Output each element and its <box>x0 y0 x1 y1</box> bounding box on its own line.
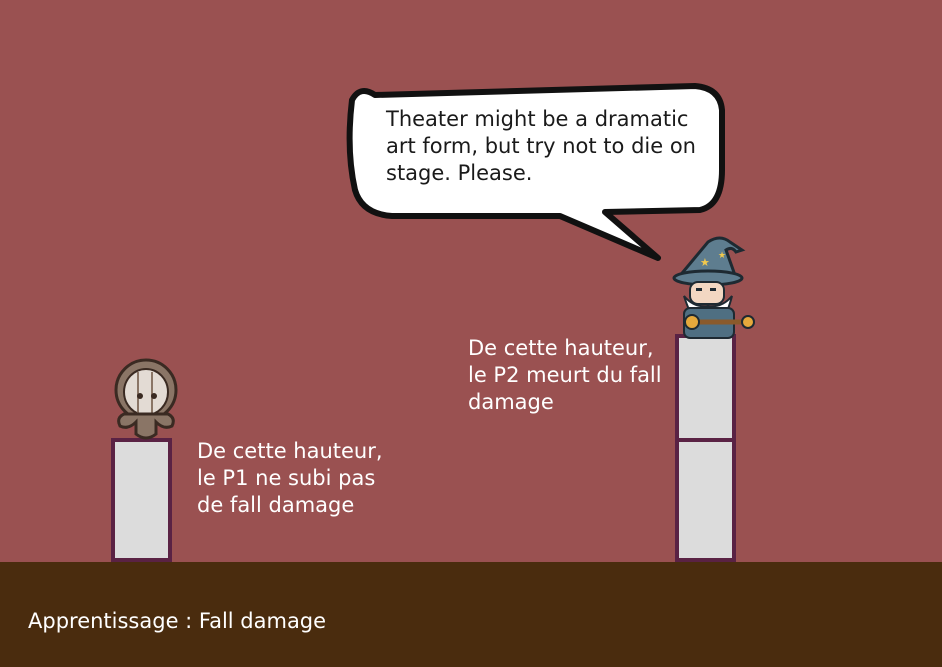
dialogue-text: Theater might be a dramatic art form, bu… <box>386 107 696 185</box>
level-title: Apprentissage : Fall damage <box>28 609 327 633</box>
svg-text:★: ★ <box>700 256 710 269</box>
svg-text:★: ★ <box>718 251 726 261</box>
wooden-puppet-icon <box>114 358 178 440</box>
p2-platform-block-top <box>675 334 736 444</box>
p1-fall-damage-note: De cette hauteur, le P1 ne subi pas de f… <box>197 439 383 517</box>
p2-platform-block-bottom <box>675 438 736 562</box>
wizard-icon: ★ ★ <box>672 236 755 339</box>
p2-fall-damage-note: De cette hauteur, le P2 meurt du fall da… <box>468 336 662 414</box>
ground <box>0 562 942 667</box>
p1-platform-block <box>111 438 172 562</box>
